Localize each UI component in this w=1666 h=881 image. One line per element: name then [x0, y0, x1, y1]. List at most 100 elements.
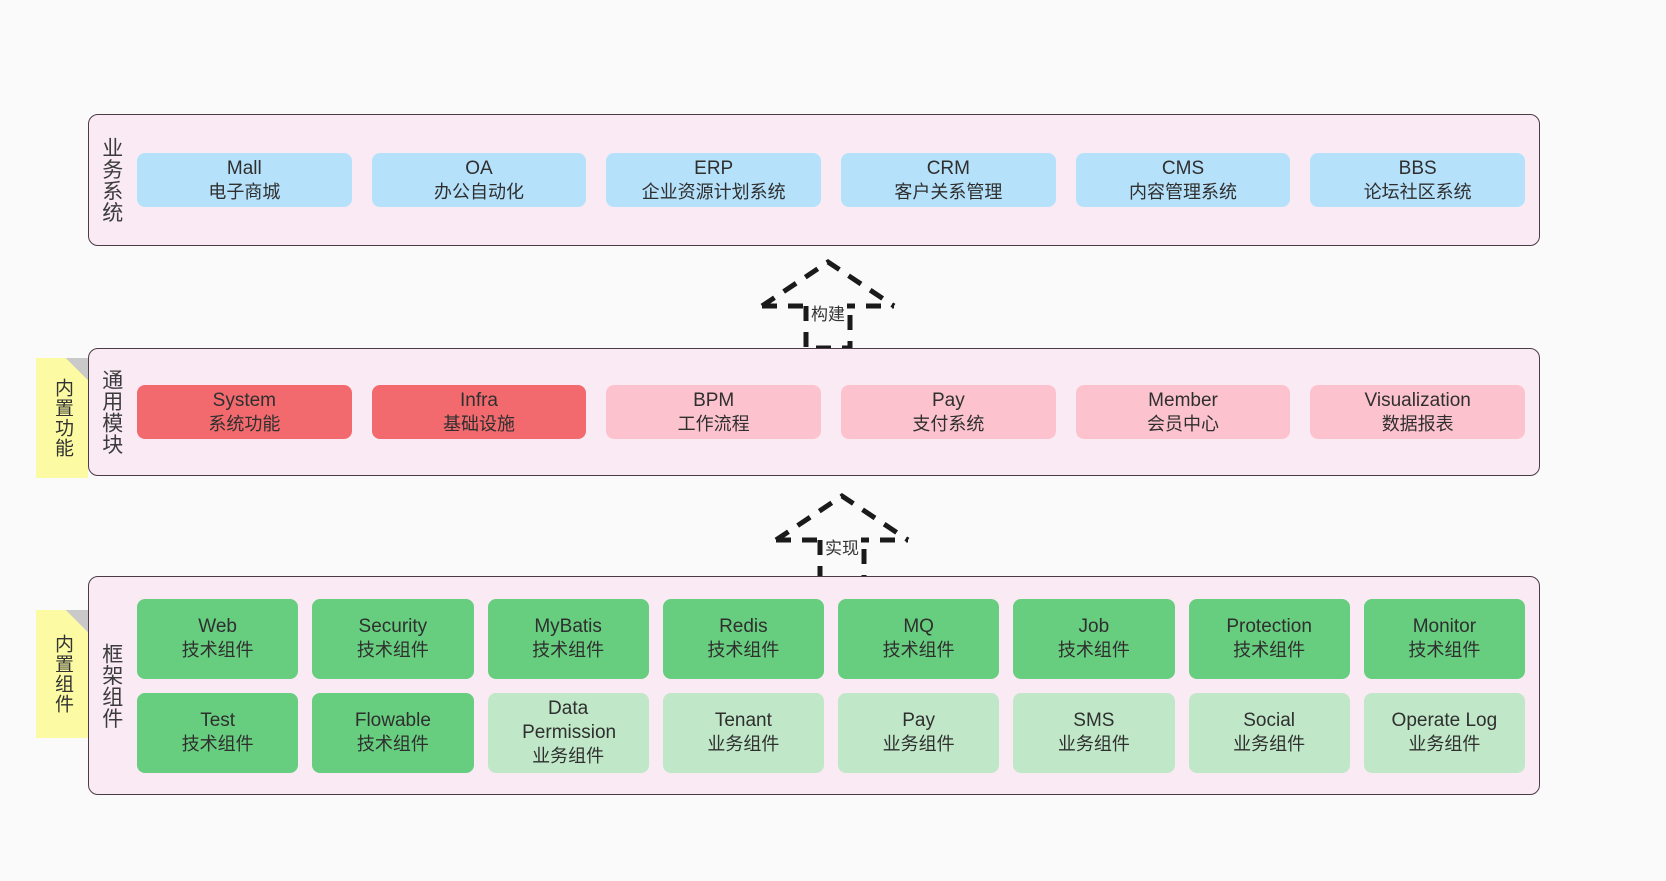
card-subtitle: 数据报表	[1381, 413, 1454, 434]
card-cms[interactable]: CMS 内容管理系统	[1075, 152, 1291, 208]
card-subtitle: 业务组件	[532, 746, 605, 767]
card-mq[interactable]: MQ 技术组件	[838, 598, 1000, 679]
card-title: Security	[358, 616, 428, 638]
card-row: System 系统功能 Infra 基础设施 BPM 工作流程 Pay 支付系统…	[137, 384, 1526, 440]
card-subtitle: 业务组件	[707, 734, 780, 755]
arrow-shaft-path	[803, 306, 853, 351]
card-mybatis[interactable]: MyBatis 技术组件	[487, 598, 649, 679]
card-subtitle: 会员中心	[1147, 413, 1220, 434]
card-title: Data Permission	[522, 698, 617, 744]
layer-common-modules: 通用模块 System 系统功能 Infra 基础设施 BPM 工作流程 Pay…	[88, 348, 1540, 476]
connector-build: 构建	[758, 258, 898, 351]
card-title: Tenant	[714, 710, 772, 732]
card-tenant[interactable]: Tenant 业务组件	[662, 692, 824, 773]
card-subtitle: 工作流程	[677, 413, 750, 434]
card-title: Job	[1078, 616, 1110, 638]
layer-body-business-systems: Mall 电子商城 OA 办公自动化 ERP 企业资源计划系统 CRM 客户关系…	[133, 115, 1539, 245]
card-web[interactable]: Web 技术组件	[137, 598, 299, 679]
card-subtitle: 企业资源计划系统	[641, 181, 786, 202]
sticky-note-builtin-functions: 内置功能	[36, 358, 88, 478]
card-bbs[interactable]: BBS 论坛社区系统	[1310, 152, 1526, 208]
card-mall[interactable]: Mall 电子商城	[137, 152, 352, 208]
card-infra[interactable]: Infra 基础设施	[371, 384, 587, 440]
card-subtitle: 业务组件	[1233, 734, 1306, 755]
card-test[interactable]: Test 技术组件	[137, 692, 299, 773]
card-row: Test 技术组件 Flowable 技术组件 Data Permission …	[137, 692, 1525, 773]
card-oa[interactable]: OA 办公自动化	[371, 152, 587, 208]
card-row: Mall 电子商城 OA 办公自动化 ERP 企业资源计划系统 CRM 客户关系…	[137, 152, 1526, 208]
card-pay-business[interactable]: Pay 业务组件	[838, 692, 1000, 773]
card-subtitle: 技术组件	[356, 640, 429, 661]
card-sms[interactable]: SMS 业务组件	[1013, 692, 1175, 773]
card-title: Social	[1243, 710, 1295, 732]
card-subtitle: 技术组件	[181, 640, 254, 661]
card-member[interactable]: Member 会员中心	[1075, 384, 1291, 440]
card-title: CRM	[926, 157, 970, 179]
card-flowable[interactable]: Flowable 技术组件	[312, 692, 474, 773]
card-title: BBS	[1398, 157, 1437, 179]
card-title: Test	[200, 710, 236, 732]
card-subtitle: 技术组件	[1057, 640, 1130, 661]
layer-title-business-systems: 业务系统	[99, 137, 123, 223]
card-title: OA	[465, 157, 493, 179]
card-subtitle: 技术组件	[181, 734, 254, 755]
card-subtitle: 业务组件	[882, 734, 955, 755]
card-subtitle: 论坛社区系统	[1363, 181, 1472, 202]
layer-title-common-modules: 通用模块	[99, 369, 123, 455]
card-subtitle: 业务组件	[1408, 734, 1481, 755]
card-crm[interactable]: CRM 客户关系管理	[841, 152, 1056, 208]
card-security[interactable]: Security 技术组件	[312, 598, 474, 679]
card-title: Flowable	[354, 710, 431, 732]
card-subtitle: 系统功能	[208, 413, 281, 434]
card-data-permission[interactable]: Data Permission 业务组件	[487, 692, 649, 773]
card-title: Visualization	[1364, 389, 1471, 411]
card-social[interactable]: Social 业务组件	[1188, 692, 1350, 773]
card-bpm[interactable]: BPM 工作流程	[606, 384, 822, 440]
connector-label-build: 构建	[809, 300, 847, 325]
card-monitor[interactable]: Monitor 技术组件	[1363, 598, 1525, 679]
card-subtitle: 技术组件	[356, 734, 429, 755]
card-visualization[interactable]: Visualization 数据报表	[1310, 384, 1526, 440]
card-title: Member	[1148, 389, 1218, 411]
card-erp[interactable]: ERP 企业资源计划系统	[606, 152, 822, 208]
card-title: Web	[198, 616, 237, 638]
layer-body-framework-components: Web 技术组件 Security 技术组件 MyBatis 技术组件 Redi…	[133, 577, 1539, 794]
connector-implement: 实现	[772, 492, 912, 585]
arrow-head-path	[774, 492, 910, 543]
card-protection[interactable]: Protection 技术组件	[1188, 598, 1350, 679]
card-title: Monitor	[1412, 616, 1477, 638]
sticky-note-builtin-components: 内置组件	[36, 610, 88, 738]
card-system[interactable]: System 系统功能	[137, 384, 352, 440]
card-subtitle: 电子商城	[208, 181, 281, 202]
card-subtitle: 基础设施	[443, 413, 515, 434]
card-operate-log[interactable]: Operate Log 业务组件	[1363, 692, 1525, 773]
card-title: CMS	[1161, 157, 1205, 179]
card-subtitle: 内容管理系统	[1129, 181, 1238, 202]
card-title: MyBatis	[534, 616, 602, 638]
card-row: Web 技术组件 Security 技术组件 MyBatis 技术组件 Redi…	[137, 598, 1525, 679]
card-subtitle: 客户关系管理	[894, 181, 1003, 202]
card-title: ERP	[694, 157, 734, 179]
sticky-note-label: 内置功能	[52, 378, 74, 458]
card-title: BPM	[693, 389, 735, 411]
card-pay[interactable]: Pay 支付系统	[841, 384, 1056, 440]
card-subtitle: 技术组件	[532, 640, 605, 661]
card-title: Pay	[902, 710, 935, 732]
card-job[interactable]: Job 技术组件	[1013, 598, 1175, 679]
card-title: Operate Log	[1391, 710, 1498, 732]
layer-framework-components: 框架组件 Web 技术组件 Security 技术组件 MyBatis 技术组件…	[88, 576, 1540, 795]
card-subtitle: 办公自动化	[434, 181, 524, 202]
connector-label-implement: 实现	[823, 534, 861, 559]
layer-body-common-modules: System 系统功能 Infra 基础设施 BPM 工作流程 Pay 支付系统…	[133, 349, 1539, 475]
card-subtitle: 支付系统	[912, 413, 985, 434]
card-redis[interactable]: Redis 技术组件	[662, 598, 824, 679]
card-title: Protection	[1226, 616, 1312, 638]
layer-title-framework-components: 框架组件	[99, 642, 123, 729]
card-title: System	[212, 389, 277, 411]
card-title: MQ	[903, 616, 934, 638]
sticky-fold-corner-icon	[66, 358, 88, 380]
card-subtitle: 技术组件	[1408, 640, 1481, 661]
arrow-head-path	[760, 258, 896, 309]
card-title: Pay	[931, 389, 965, 411]
sticky-note-label: 内置组件	[52, 634, 74, 714]
